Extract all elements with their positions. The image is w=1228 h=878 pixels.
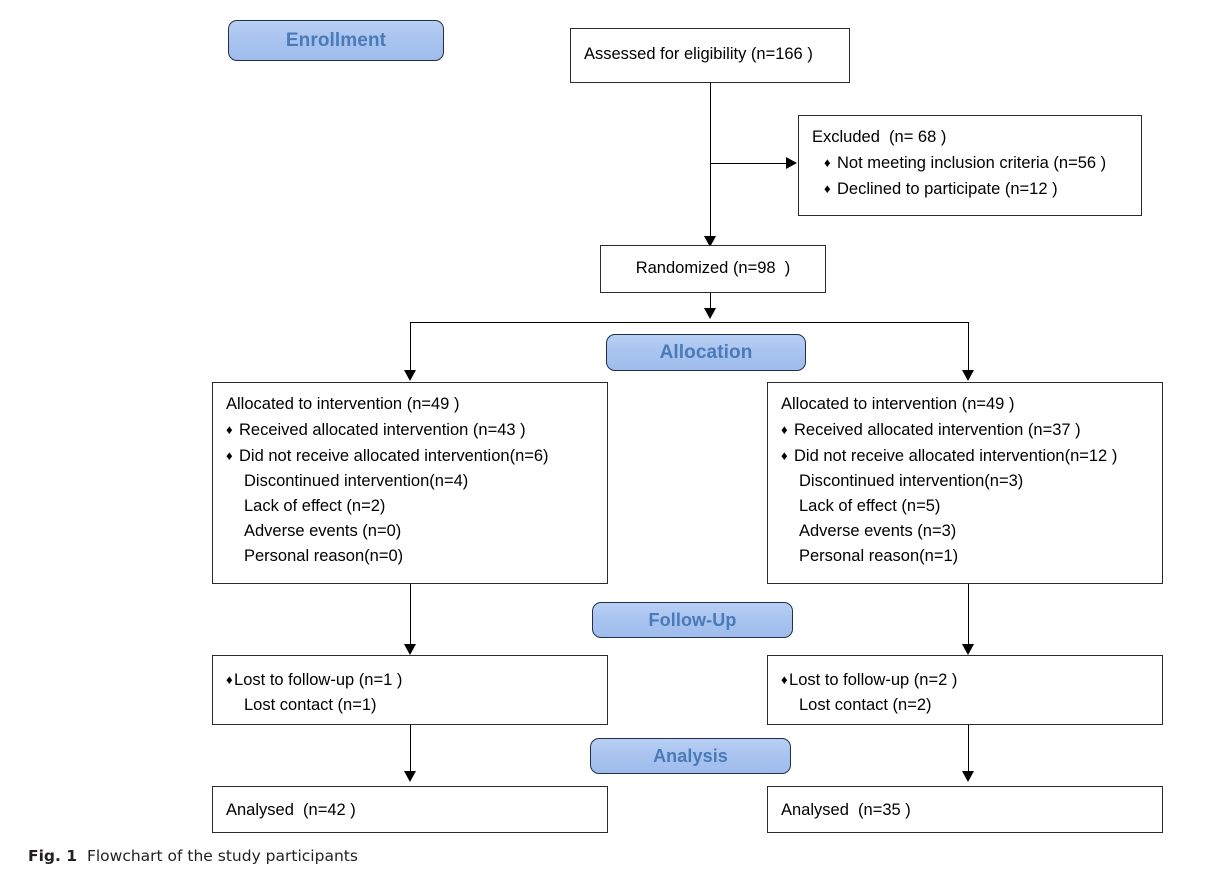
connector-allocated-right-to-followup — [968, 584, 969, 646]
allocated-right-line-6: Adverse events (n=3) — [799, 522, 957, 540]
allocated-right-line-1: Allocated to intervention (n=49 ) — [781, 395, 1015, 413]
arrow-followup-left-to-analysed — [403, 771, 416, 782]
allocated-right-line-3: Did not receive allocated intervention(n… — [781, 443, 1149, 469]
arrow-followup-right-to-analysed — [961, 771, 974, 782]
allocated-left-line-2: Received allocated intervention (n=43 ) — [226, 417, 594, 443]
stage-label-enrollment: Enrollment — [228, 20, 444, 61]
box-assessed-for-eligibility: Assessed for eligibility (n=166 ) — [570, 28, 850, 83]
connector-followup-left-to-analysed — [410, 725, 411, 773]
allocated-right-line-7: Personal reason(n=1) — [799, 547, 959, 565]
connector-allocated-left-to-followup — [410, 584, 411, 646]
followup-right-line-2: Lost contact (n=2) — [799, 696, 932, 714]
allocated-left-line-6: Adverse events (n=0) — [244, 522, 402, 540]
stage-label-allocation-text: Allocation — [659, 341, 753, 363]
analysed-left-line-1: Analysed (n=42 ) — [226, 801, 356, 819]
box-analysed-right: Analysed (n=35 ) — [767, 786, 1163, 833]
allocated-left-line-4: Discontinued intervention(n=4) — [244, 472, 469, 490]
box-randomized: Randomized (n=98 ) — [600, 245, 826, 293]
connector-allocation-right-drop — [968, 322, 969, 372]
arrow-to-excluded — [786, 156, 797, 169]
connector-to-excluded — [710, 163, 788, 164]
connector-followup-right-to-analysed — [968, 725, 969, 773]
box-followup-left: Lost to follow-up (n=1 ) Lost contact (n… — [212, 655, 608, 725]
box-followup-right: Lost to follow-up (n=2 ) Lost contact (n… — [767, 655, 1163, 725]
followup-left-line-2: Lost contact (n=1) — [244, 696, 377, 714]
connector-randomized-down — [710, 293, 711, 309]
analysed-right-line-1: Analysed (n=35 ) — [781, 801, 911, 819]
stage-label-analysis-text: Analysis — [653, 745, 728, 766]
allocated-left-line-5: Lack of effect (n=2) — [244, 497, 386, 515]
box-allocated-left: Allocated to intervention (n=49 ) Receiv… — [212, 382, 608, 584]
stage-label-followup: Follow-Up — [592, 602, 793, 638]
connector-allocation-left-drop — [410, 322, 411, 372]
followup-left-line-1: Lost to follow-up (n=1 ) — [226, 667, 594, 693]
box-allocated-right: Allocated to intervention (n=49 ) Receiv… — [767, 382, 1163, 584]
figure-caption: Fig. 1 Flowchart of the study participan… — [28, 847, 358, 865]
arrow-allocated-left-to-followup — [403, 644, 416, 655]
assessed-line-1: Assessed for eligibility (n=166 ) — [584, 45, 813, 63]
arrow-randomized-down — [703, 308, 716, 319]
allocated-left-line-1: Allocated to intervention (n=49 ) — [226, 395, 460, 413]
stage-label-enrollment-text: Enrollment — [285, 29, 387, 51]
stage-label-followup-text: Follow-Up — [648, 609, 737, 630]
allocated-right-line-2: Received allocated intervention (n=37 ) — [781, 417, 1149, 443]
excluded-line-3: Declined to participate (n=12 ) — [812, 176, 1128, 202]
arrow-allocation-right — [961, 370, 974, 381]
connector-assessed-to-randomized — [710, 83, 711, 245]
allocated-right-line-5: Lack of effect (n=5) — [799, 497, 941, 515]
stage-label-allocation: Allocation — [606, 334, 806, 371]
box-excluded: Excluded (n= 68 ) Not meeting inclusion … — [798, 115, 1142, 216]
arrow-assessed-to-randomized — [703, 236, 716, 247]
allocated-right-line-4: Discontinued intervention(n=3) — [799, 472, 1024, 490]
connector-allocation-split-bar — [410, 322, 968, 323]
randomized-line-1: Randomized (n=98 ) — [635, 259, 791, 277]
figure-number: Fig. 1 — [28, 847, 78, 865]
figure-caption-text: Flowchart of the study participants — [86, 847, 358, 865]
box-analysed-left: Analysed (n=42 ) — [212, 786, 608, 833]
allocated-left-line-3: Did not receive allocated intervention(n… — [226, 443, 594, 469]
allocated-left-line-7: Personal reason(n=0) — [244, 547, 404, 565]
followup-right-line-1: Lost to follow-up (n=2 ) — [781, 667, 1149, 693]
excluded-line-2: Not meeting inclusion criteria (n=56 ) — [812, 150, 1128, 176]
arrow-allocated-right-to-followup — [961, 644, 974, 655]
stage-label-analysis: Analysis — [590, 738, 791, 774]
excluded-line-1: Excluded (n= 68 ) — [812, 128, 947, 146]
arrow-allocation-left — [403, 370, 416, 381]
